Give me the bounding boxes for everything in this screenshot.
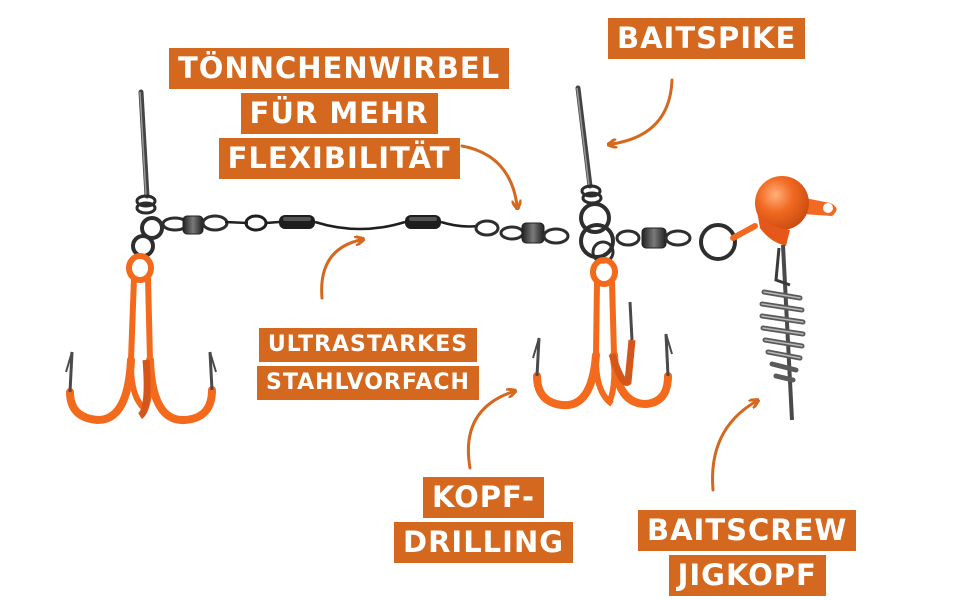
label-head-treble-line-2: DRILLING — [394, 522, 574, 563]
label-baitspike: BAITSPIKE — [608, 18, 806, 59]
left-split-rings — [131, 216, 164, 258]
label-head-treble-line-1: KOPF- — [422, 477, 545, 518]
baitscrew-jighead — [755, 176, 837, 421]
label-swivel: TÖNNCHENWIRBEL FÜR MEHR FLEXIBILITÄT — [169, 48, 510, 179]
label-baitscrew-line-1: BAITSCREW — [638, 510, 857, 551]
jighead-connection — [615, 223, 758, 261]
arrow-baitspike — [612, 78, 674, 144]
label-wire-line-1: ULTRASTARKES — [258, 328, 478, 362]
arrow-baitscrew — [711, 402, 755, 492]
label-baitscrew: BAITSCREW JIGKOPF — [638, 510, 857, 596]
swivel-and-wire-leader — [161, 214, 570, 245]
arrow-head-treble — [466, 392, 512, 470]
head-treble-hook — [532, 257, 673, 410]
left-treble-hook — [65, 253, 217, 425]
label-head-treble: KOPF- DRILLING — [394, 477, 574, 563]
right-baitspike — [575, 85, 611, 234]
callout-arrows — [320, 78, 755, 492]
label-swivel-line-2: FÜR MEHR — [240, 93, 438, 134]
arrow-wire — [320, 240, 360, 300]
label-baitspike-line-1: BAITSPIKE — [608, 18, 806, 59]
label-swivel-line-3: FLEXIBILITÄT — [218, 138, 460, 179]
label-wire-line-2: STAHLVORFACH — [257, 366, 479, 400]
label-wire-leader: ULTRASTARKES STAHLVORFACH — [257, 328, 479, 400]
label-swivel-line-1: TÖNNCHENWIRBEL — [169, 48, 510, 89]
arrow-swivel — [460, 144, 517, 205]
label-baitscrew-line-2: JIGKOPF — [668, 555, 826, 596]
left-baitspike — [135, 89, 157, 215]
